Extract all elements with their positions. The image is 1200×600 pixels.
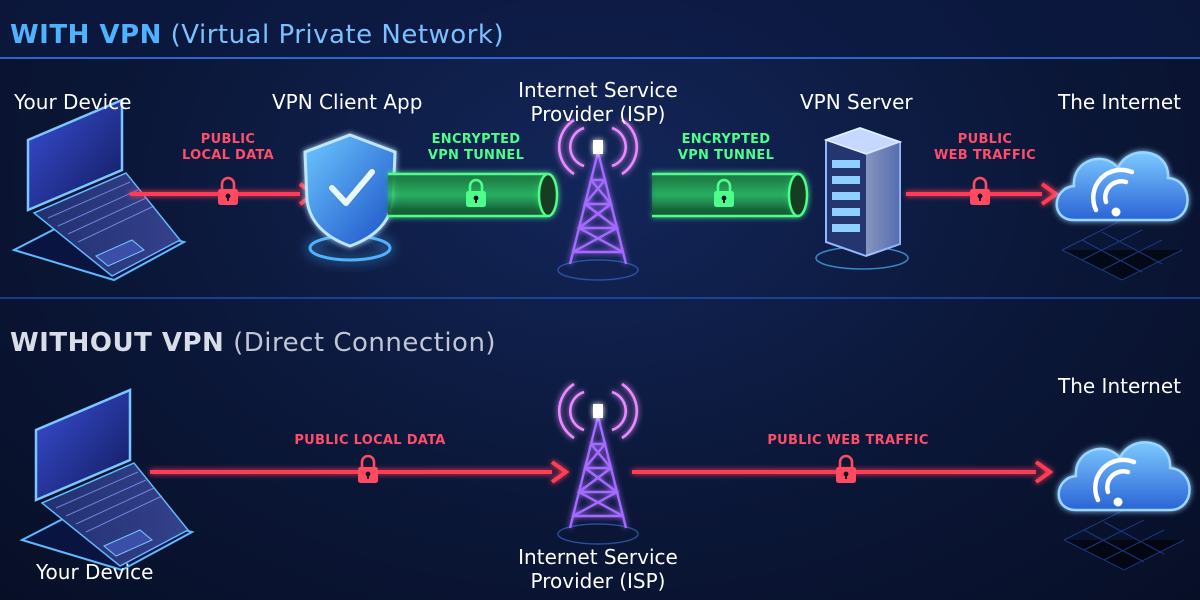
lock-icon [216, 176, 240, 207]
vpn-server-label: VPN Server [800, 90, 913, 114]
radio-tower-icon [558, 120, 638, 280]
vpn-link4-line2: WEB TRAFFIC [933, 148, 1037, 163]
vpn-link1-line1: PUBLIC [200, 132, 256, 147]
vpn-link1-line2: LOCAL DATA [181, 148, 275, 163]
laptop-icon [20, 388, 194, 572]
novpn-link-public-web: PUBLIC WEB TRAFFIC [767, 433, 929, 448]
novpn-title-subtitle: (Direct Connection) [233, 328, 497, 358]
radio-tower-icon [558, 384, 638, 544]
vpn-section-title: WITH VPN (Virtual Private Network) [10, 20, 504, 50]
vpn-isp-label-line1: Internet Service [518, 78, 678, 102]
vpn-link4-line1: PUBLIC [957, 132, 1013, 147]
vpn-link-encrypted-1: ENCRYPTED VPN TUNNEL [418, 132, 534, 164]
novpn-isp-label: Internet Service Provider (ISP) [510, 545, 686, 593]
vpn-link-public-local: PUBLIC LOCAL DATA [178, 132, 278, 164]
laptop-icon [12, 98, 186, 282]
vpn-internet-label: The Internet [1058, 90, 1181, 114]
cloud-wifi-icon [1059, 442, 1190, 570]
server-rack-icon [815, 126, 909, 270]
cloud-wifi-icon [1057, 152, 1188, 280]
lock-icon [356, 454, 380, 485]
shield-check-icon [303, 133, 397, 262]
vpn-isp-label: Internet Service Provider (ISP) [510, 78, 686, 126]
vpn-link-public-web: PUBLIC WEB TRAFFIC [928, 132, 1042, 164]
vpn-link3-line1: ENCRYPTED [681, 132, 771, 147]
vpn-title-bold: WITH VPN [10, 20, 162, 50]
lock-icon [834, 454, 858, 485]
vpn-link-encrypted-2: ENCRYPTED VPN TUNNEL [668, 132, 784, 164]
vpn-flow [12, 98, 1188, 282]
novpn-isp-label-line1: Internet Service [518, 545, 678, 569]
vpn-title-subtitle: (Virtual Private Network) [170, 20, 505, 50]
vpn-client-label: VPN Client App [272, 90, 423, 114]
vpn-device-label: Your Device [14, 90, 132, 114]
vpn-isp-label-line2: Provider (ISP) [530, 102, 666, 126]
novpn-section-title: WITHOUT VPN (Direct Connection) [10, 328, 496, 358]
vpn-link3-line2: VPN TUNNEL [677, 148, 775, 163]
novpn-title-bold: WITHOUT VPN [10, 328, 225, 358]
novpn-flow [20, 384, 1190, 572]
novpn-internet-label: The Internet [1058, 374, 1181, 398]
novpn-device-label: Your Device [36, 560, 154, 584]
lock-icon [968, 176, 992, 207]
novpn-link-public-local: PUBLIC LOCAL DATA [294, 433, 446, 448]
vpn-link2-line1: ENCRYPTED [431, 132, 521, 147]
novpn-isp-label-line2: Provider (ISP) [530, 569, 666, 593]
vpn-link2-line2: VPN TUNNEL [427, 148, 525, 163]
